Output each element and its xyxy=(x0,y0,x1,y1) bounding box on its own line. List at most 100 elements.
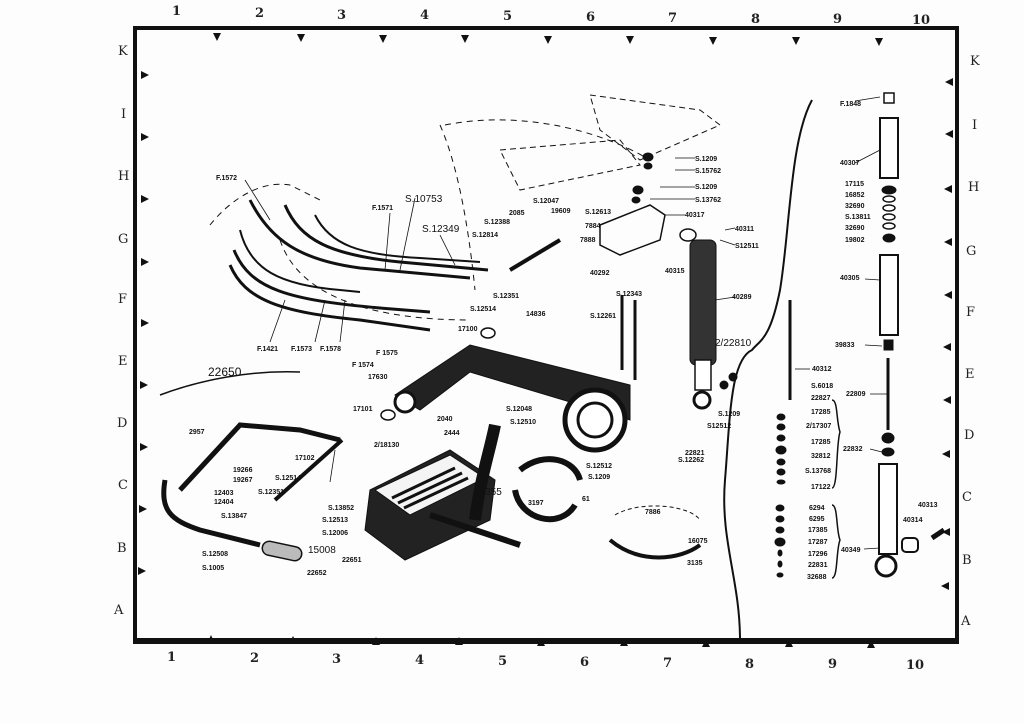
marker-left xyxy=(141,71,149,79)
part-label: 22652 xyxy=(307,570,327,577)
part-label: 7886 xyxy=(645,509,661,516)
column-label-bottom: 3 xyxy=(332,652,342,667)
row-label-right: B xyxy=(962,553,972,568)
part-label: 17100 xyxy=(458,326,478,333)
marker-bottom xyxy=(455,637,463,645)
part-label: F.1578 xyxy=(320,346,342,353)
marker-bottom xyxy=(372,637,380,645)
part-label: 22832 xyxy=(843,446,863,453)
part-label: S.12006 xyxy=(322,530,349,537)
part-label: 17296 xyxy=(808,551,828,558)
marker-left xyxy=(139,505,147,513)
part-label: 22827 xyxy=(811,395,831,402)
marker-top xyxy=(792,37,800,45)
marker-top xyxy=(379,35,387,43)
ghost-outline xyxy=(499,139,641,191)
grip xyxy=(261,540,303,562)
part-label: 17102 xyxy=(295,455,315,462)
grid-markers xyxy=(138,33,953,648)
part-label: S.12048 xyxy=(506,406,533,413)
marker-bottom xyxy=(207,635,215,644)
shock-absorber xyxy=(689,239,738,410)
marker-left xyxy=(141,133,149,141)
marker-bottom xyxy=(702,639,710,647)
marker-left xyxy=(140,381,148,389)
rail xyxy=(314,214,481,263)
part-label: 40305 xyxy=(840,275,860,282)
part-label: 3197 xyxy=(528,500,544,507)
bushing xyxy=(679,228,697,242)
part-label: 6295 xyxy=(809,516,825,523)
nut xyxy=(643,162,653,170)
marker-right xyxy=(944,185,952,193)
marker-right xyxy=(945,130,953,138)
nut xyxy=(719,380,729,390)
column-label-bottom: 2 xyxy=(250,651,260,666)
part-label: 2085 xyxy=(509,210,525,217)
column-label-top: 4 xyxy=(420,8,430,23)
part-label: 40314 xyxy=(903,517,923,524)
part-label: F.1571 xyxy=(372,205,394,212)
part-label: S.12349 xyxy=(422,224,460,235)
diagram-frame xyxy=(133,26,959,644)
stand-bar xyxy=(161,479,261,548)
silencer-ribs xyxy=(391,466,469,510)
part-label: 40313 xyxy=(918,502,938,509)
part-label: 40315 xyxy=(665,268,685,275)
row-label-right: K xyxy=(970,54,980,69)
cap xyxy=(883,92,895,104)
washer xyxy=(882,233,896,243)
part-label: 32690 xyxy=(845,225,865,232)
marker-right xyxy=(945,78,953,86)
column-label-bottom: 9 xyxy=(828,657,838,672)
part-label: 2/22810 xyxy=(715,338,752,349)
washer xyxy=(882,204,896,212)
part-label: 12403 xyxy=(214,490,234,497)
column-label-bottom: 5 xyxy=(498,654,508,669)
part-label: S.12343 xyxy=(616,291,643,298)
part-label: 40311 xyxy=(735,226,755,233)
column-label-top: 2 xyxy=(255,6,265,21)
part-label: S.1005 xyxy=(202,565,225,572)
marker-left xyxy=(140,443,148,451)
nut xyxy=(728,372,738,382)
part-label: 32688 xyxy=(807,574,827,581)
part-label: S.13847 xyxy=(221,513,248,520)
column-label-top: 5 xyxy=(503,9,513,24)
part-label: 3135 xyxy=(687,560,703,567)
row-label-left: K xyxy=(118,44,128,59)
part-label: 15008 xyxy=(308,545,336,556)
part-label: 22651 xyxy=(342,557,362,564)
part-label: F 1575 xyxy=(376,350,398,357)
row-label-right: F xyxy=(966,305,976,320)
row-label-right: E xyxy=(965,367,975,382)
part-label: S.12388 xyxy=(484,219,511,226)
carrier-plate xyxy=(499,94,721,272)
part-label: F 1574 xyxy=(352,362,374,369)
rail xyxy=(248,199,471,280)
part-label: 40317 xyxy=(685,212,705,219)
marker-left xyxy=(141,319,149,327)
marker-top xyxy=(461,35,469,43)
damper-body xyxy=(694,359,712,391)
part-label: S.12613 xyxy=(585,209,612,216)
nut xyxy=(631,196,641,204)
marker-top xyxy=(875,38,883,46)
part-label: 17101 xyxy=(353,406,373,413)
column-label-bottom: 10 xyxy=(906,658,925,673)
spacer xyxy=(883,339,894,351)
brake-shoes xyxy=(512,456,702,560)
marker-top xyxy=(297,34,305,42)
tailpipe xyxy=(429,512,521,548)
tube-end xyxy=(393,390,417,414)
upper-tube xyxy=(879,117,899,179)
column-label-top: 7 xyxy=(668,11,678,26)
marker-right xyxy=(944,291,952,299)
part-label: 7884 xyxy=(585,223,601,230)
marker-right xyxy=(941,582,949,590)
part-label: S.13768 xyxy=(805,468,832,475)
ghost-outline xyxy=(209,183,321,226)
column-label-top: 9 xyxy=(833,12,843,27)
part-label: 2957 xyxy=(189,429,205,436)
